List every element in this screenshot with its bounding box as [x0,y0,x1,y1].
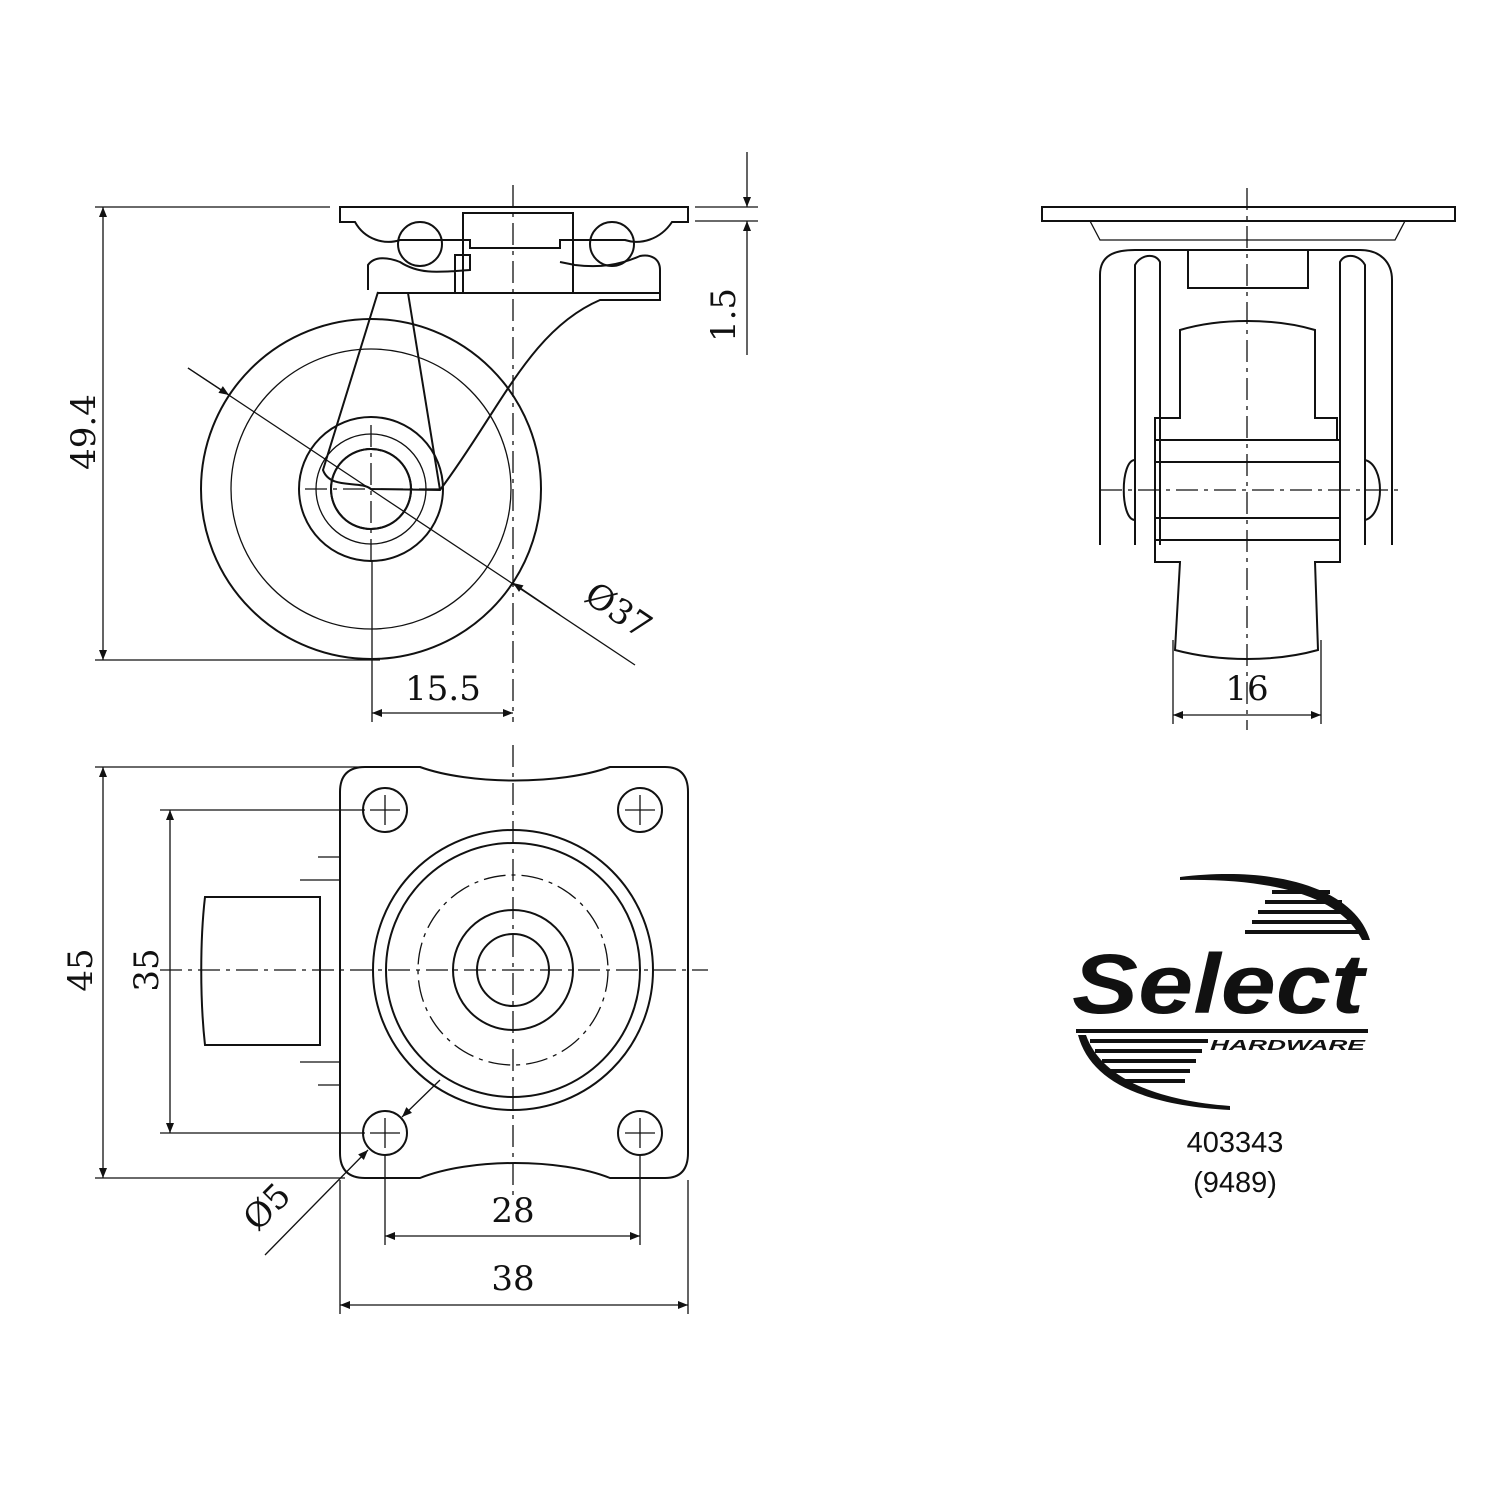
dim-hole-width-label: 28 [491,1191,534,1231]
axle-cap-left [1122,459,1136,521]
hole-diameter-arrow [401,1079,441,1118]
fork-tabs [300,856,340,1086]
dim-plate-width-label: 38 [491,1259,534,1299]
logo-stripes-top [1245,890,1364,934]
kingpin-section [462,212,574,294]
dim-offset-label: 15.5 [405,669,481,709]
logo-sub: HARDWARE [1210,1037,1367,1054]
top-plate-section [339,206,689,249]
bolt-hole [617,787,663,833]
select-hardware-logo: Select HARDWARE 403343 (9489) [1072,874,1370,1199]
logo-arc-top [1180,874,1370,940]
raceway-section [367,254,661,294]
hole-crosshairs [370,795,655,1148]
swivel-fork [321,291,661,492]
mounting-plate [339,766,689,1179]
side-view: 49.4 1.5 Ø37 15.5 [64,152,758,722]
hole-diameter-leader [264,1149,369,1256]
diameter-arrow [512,582,561,616]
wheel-outer [200,318,542,660]
kingpin-front [1187,249,1309,289]
ball-bearing-right [589,221,635,267]
wheel-tread-lower [1154,539,1341,660]
dim-wheel-diameter-label: Ø37 [577,574,658,647]
front-top-plate [1041,206,1456,222]
part-number: 403343 [1187,1127,1284,1159]
dim-hole-length-label: 35 [127,948,167,991]
wheel-tread-upper [1154,320,1338,441]
alt-part-number: (9489) [1193,1167,1277,1199]
plan-view: 45 35 28 38 Ø5 [61,745,708,1314]
wheel-projection [200,896,321,1046]
dim-plate-thickness-label: 1.5 [704,288,744,342]
diameter-leader [187,367,636,666]
logo-brand: Select [1072,937,1368,1031]
logo-stripes-bottom [1090,1039,1208,1083]
diameter-arrow [187,367,230,396]
fork-outer [1099,249,1393,545]
dim-wheel-width-label: 16 [1225,669,1268,709]
dim-height-label: 49.4 [64,394,104,470]
front-view: 16 [1041,188,1456,730]
fork-leg-right [1339,254,1366,545]
fork-leg-left [1134,254,1161,545]
wheel-tread-inner [230,348,512,630]
fork-edge [407,292,441,491]
logo-arc-bottom [1078,1035,1230,1110]
ball-bearing-left [397,221,443,267]
dim-plate-length-label: 45 [61,948,101,991]
